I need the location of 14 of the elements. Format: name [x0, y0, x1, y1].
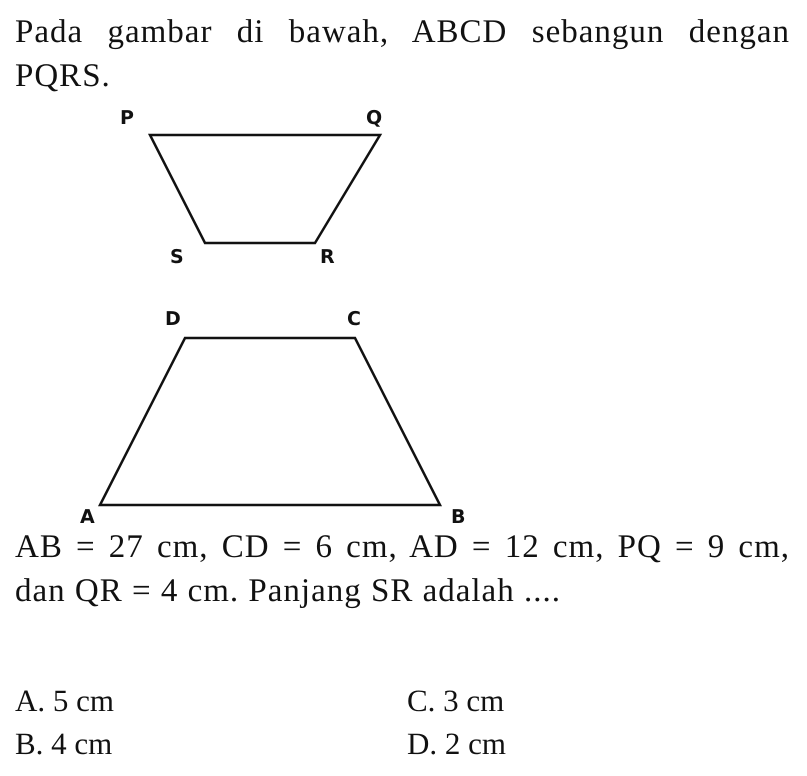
vertex-label: R — [320, 246, 335, 268]
vertex-label: S — [170, 246, 184, 268]
vertex-label: C — [347, 308, 361, 330]
answer-option: B. 4 cm — [15, 726, 112, 762]
question-text: AB = 27 cm, CD = 6 cm, AD = 12 cm, PQ = 9 cm, dan QR = 4 cm. Panjang SR adalah .... — [15, 528, 790, 611]
answer-option: C. 3 cm — [407, 683, 504, 719]
question-text: Pada gambar di bawah, ABCD sebangun dengan PQRS. — [15, 13, 790, 96]
vertex-label: P — [120, 107, 134, 129]
vertex-label: B — [451, 506, 466, 528]
answer-option: D. 2 cm — [407, 726, 506, 762]
vertex-label: A — [80, 506, 95, 528]
vertex-label: Q — [366, 107, 382, 129]
answer-option: A. 5 cm — [15, 683, 114, 719]
vertex-label: D — [165, 308, 181, 330]
